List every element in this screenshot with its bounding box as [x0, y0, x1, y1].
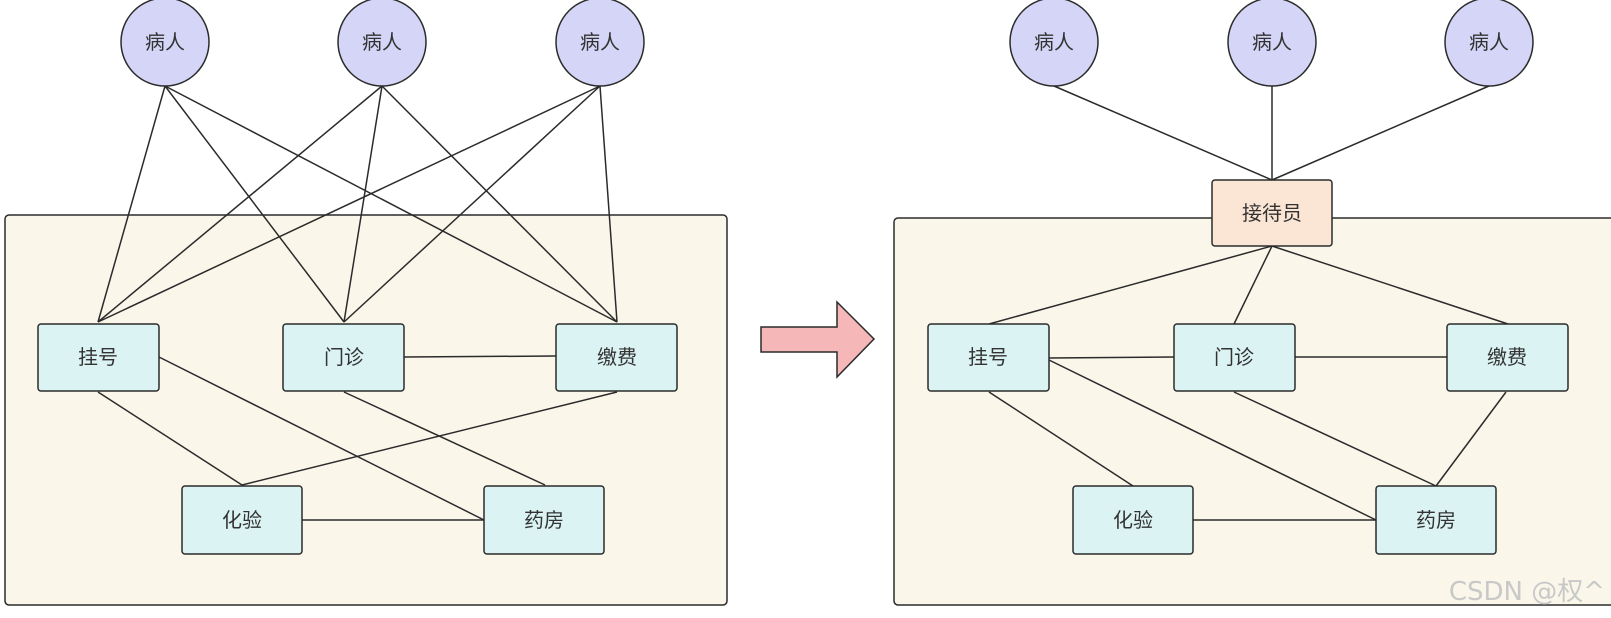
right-dept-menzhen: 门诊: [1173, 323, 1296, 392]
left-dept-menzhen: 门诊: [282, 323, 405, 392]
left-dept-huayan-label: 化验: [222, 508, 262, 532]
right-reception-label: 接待员: [1242, 201, 1302, 225]
left-patient-3: 病人: [555, 0, 645, 87]
right-dept-edges: [988, 356, 1507, 521]
left-patient-1: 病人: [120, 0, 210, 87]
left-patient-2: 病人: [337, 0, 427, 87]
left-dept-huayan: 化验: [181, 485, 303, 555]
right-dept-huayan-label: 化验: [1113, 508, 1153, 532]
left-patient-edges: [97, 85, 618, 323]
right-dept-guahao: 挂号: [927, 323, 1050, 392]
left-dept-guahao-label: 挂号: [78, 345, 118, 369]
right-diagram: 病人 病人 病人 接待员 挂号 门诊 缴费 化验: [893, 0, 1611, 606]
right-dept-yaofang: 药房: [1375, 485, 1497, 555]
right-dept-jiaofei-label: 缴费: [1487, 345, 1527, 369]
right-patient-3: 病人: [1444, 0, 1534, 87]
right-patient-1: 病人: [1009, 0, 1099, 87]
left-patient-3-label: 病人: [580, 30, 620, 54]
left-patient-1-label: 病人: [145, 30, 185, 54]
left-dept-jiaofei-label: 缴费: [597, 345, 637, 369]
left-diagram: 病人 病人 病人 挂号 门诊 缴费 化验 药房: [4, 0, 728, 606]
left-dept-menzhen-label: 门诊: [324, 345, 364, 369]
right-patient-2: 病人: [1227, 0, 1317, 87]
right-dept-jiaofei: 缴费: [1446, 323, 1569, 392]
left-group-box: [4, 214, 728, 606]
left-patient-2-label: 病人: [362, 30, 402, 54]
left-dept-jiaofei: 缴费: [555, 323, 678, 392]
transition-arrow: [760, 300, 876, 379]
right-group-box: [893, 217, 1611, 606]
left-dept-yaofang: 药房: [483, 485, 605, 555]
right-patient-edges: [1053, 85, 1490, 181]
right-dept-menzhen-label: 门诊: [1214, 345, 1254, 369]
left-dept-yaofang-label: 药房: [524, 508, 564, 532]
right-patient-3-label: 病人: [1469, 30, 1509, 54]
right-reception: 接待员: [1211, 179, 1333, 247]
left-dept-edges: [97, 355, 618, 521]
right-dept-guahao-label: 挂号: [968, 345, 1008, 369]
left-dept-guahao: 挂号: [37, 323, 160, 392]
right-patient-2-label: 病人: [1252, 30, 1292, 54]
right-patient-1-label: 病人: [1034, 30, 1074, 54]
right-dept-huayan: 化验: [1072, 485, 1194, 555]
csdn-watermark: CSDN @权^: [1449, 577, 1605, 607]
right-dept-yaofang-label: 药房: [1416, 508, 1456, 532]
right-reception-edges: [988, 245, 1509, 325]
